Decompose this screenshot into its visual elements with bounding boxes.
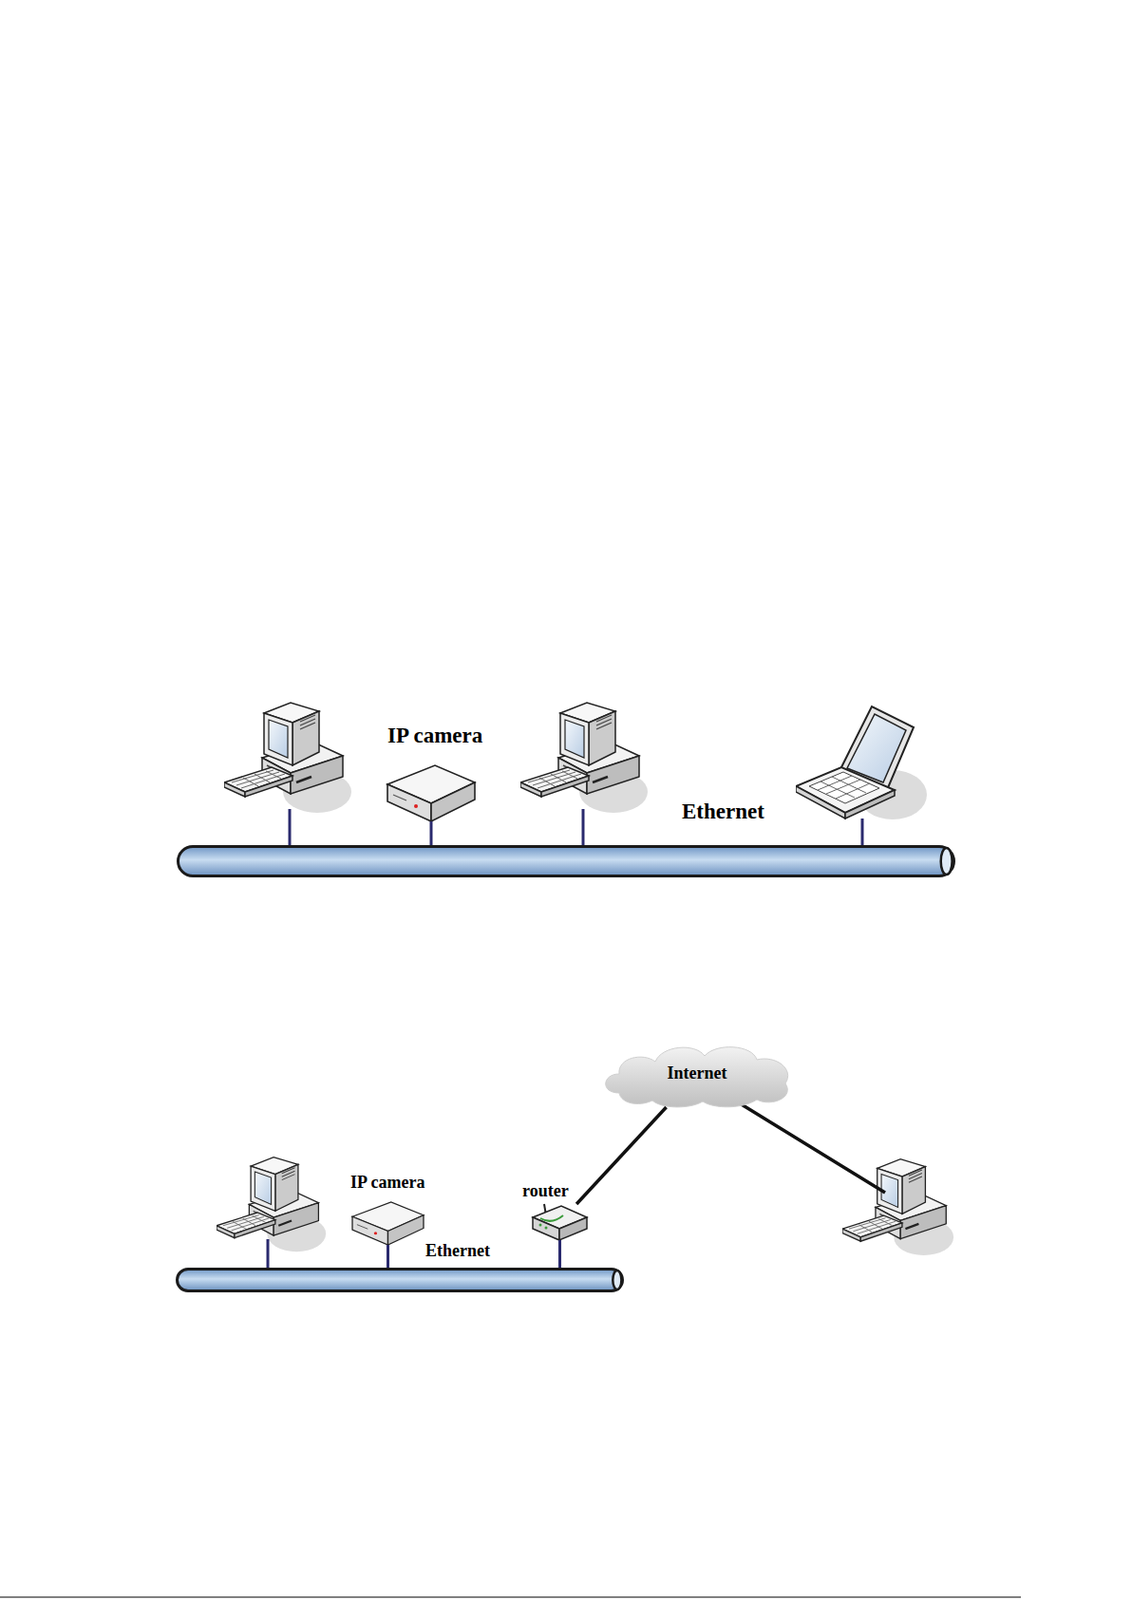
ip-camera: IP camera bbox=[352, 1202, 424, 1246]
desktop-computer bbox=[842, 1159, 954, 1256]
ethernet-bus-shape bbox=[176, 845, 956, 878]
ip-camera-shape bbox=[352, 1202, 424, 1246]
desktop-computer bbox=[224, 702, 352, 813]
network-link bbox=[430, 821, 434, 846]
node-label: IP camera bbox=[387, 723, 483, 748]
drop-cable bbox=[582, 809, 585, 847]
node-label: Ethernet bbox=[425, 1242, 491, 1262]
wan-link bbox=[739, 1103, 886, 1193]
ethernet-bus: Ethernet bbox=[176, 845, 956, 878]
ip-camera-shape bbox=[387, 765, 475, 822]
laptop-computer bbox=[795, 706, 927, 820]
page-rule bbox=[0, 1597, 1021, 1599]
node-label: Internet bbox=[600, 1040, 794, 1108]
internet-cloud: Internet bbox=[600, 1040, 794, 1108]
network-link bbox=[576, 1107, 666, 1205]
ip-camera: IP camera bbox=[387, 765, 475, 822]
node-label: IP camera bbox=[350, 1173, 425, 1193]
desktop-computer bbox=[216, 1157, 326, 1253]
ethernet-bus: Ethernet bbox=[175, 1267, 624, 1293]
node-label: router bbox=[522, 1182, 569, 1202]
drop-cable bbox=[861, 818, 865, 847]
router-device: router bbox=[532, 1204, 587, 1241]
drop-cable bbox=[288, 809, 292, 847]
router-device-shape bbox=[532, 1204, 587, 1241]
node-label: Ethernet bbox=[681, 799, 765, 824]
drop-cable bbox=[266, 1239, 270, 1269]
desktop-computer bbox=[520, 702, 648, 813]
network-link bbox=[386, 1245, 390, 1268]
network-link bbox=[558, 1240, 562, 1268]
ethernet-bus-shape bbox=[175, 1267, 624, 1293]
